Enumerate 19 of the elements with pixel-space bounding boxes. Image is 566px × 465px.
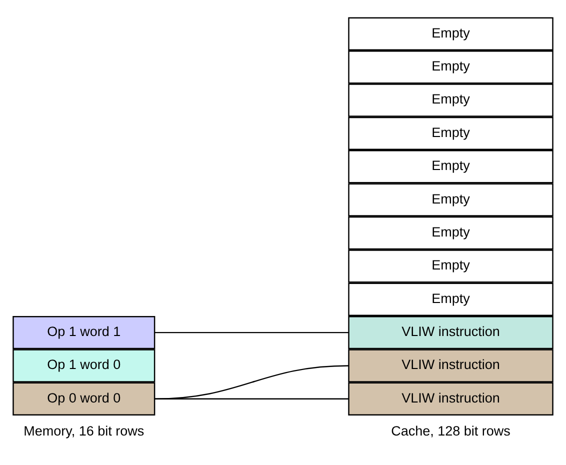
label: Cache, 128 bit rows [391,423,510,438]
connector [154,364,349,400]
node-box: VLIW instruction [348,382,554,416]
node-box: Empty [348,282,554,316]
node-box: Empty [348,150,554,183]
label: Memory, 16 bit rows [24,423,144,438]
node-box: Empty [348,249,554,282]
node-box: Empty [348,116,554,150]
node-box: Op 0 word 0 [12,382,156,416]
connector [154,331,349,333]
node-box: Empty [348,50,554,84]
node-box: Empty [348,216,554,250]
node-box: Empty [348,182,554,216]
node-box: Op 1 word 1 [12,315,156,349]
node-box: VLIW instruction [348,315,554,349]
node-box: Empty [348,83,554,116]
node-box: Empty [348,16,554,50]
node-box: Op 1 word 0 [12,348,156,382]
node-box: VLIW instruction [348,348,554,382]
